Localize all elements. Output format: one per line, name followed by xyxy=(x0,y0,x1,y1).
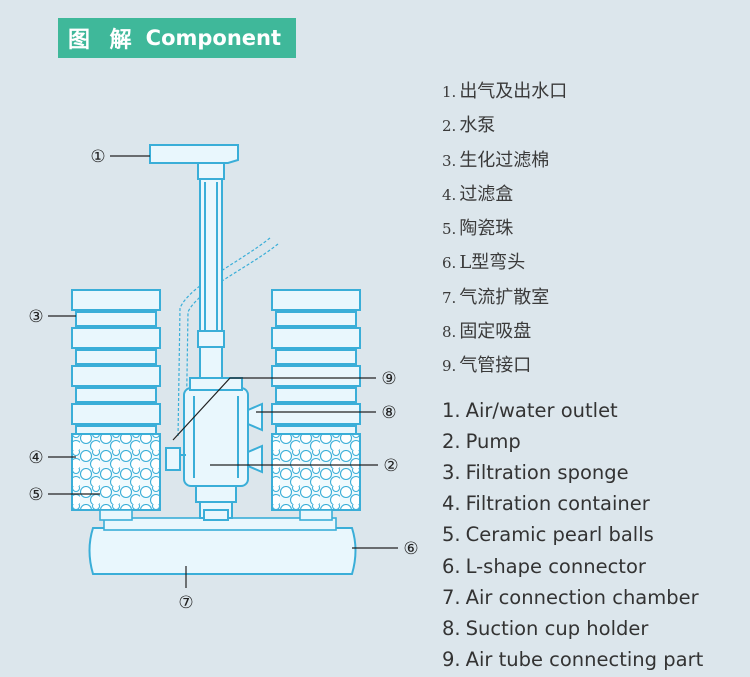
callout-5: ⑤ xyxy=(28,485,43,505)
item-number: 8. xyxy=(442,323,457,342)
item-label: L-shape connector xyxy=(465,554,646,578)
item-number: 4. xyxy=(442,185,457,204)
item-label: 固定吸盘 xyxy=(459,321,532,343)
item-label: 水泵 xyxy=(459,115,496,137)
part-item-cn: 3.生化过滤棉 xyxy=(442,147,742,181)
part-item-en: 8.Suction cup holder xyxy=(442,615,742,646)
banner-title-cn: 图 解 xyxy=(68,28,138,53)
item-number: 8. xyxy=(442,616,461,640)
part-item-cn: 8.固定吸盘 xyxy=(442,318,742,352)
pump-body xyxy=(165,377,249,521)
item-label: Ceramic pearl balls xyxy=(465,523,654,547)
item-label: L型弯头 xyxy=(459,252,526,274)
item-label: Filtration sponge xyxy=(465,461,629,485)
l-shape-connector xyxy=(88,517,357,575)
callout-6: ⑥ xyxy=(403,539,418,559)
part-item-en: 3.Filtration sponge xyxy=(442,459,742,490)
callout-2: ② xyxy=(383,456,398,476)
item-number: 1. xyxy=(442,83,457,101)
item-number: 6. xyxy=(442,554,461,578)
item-number: 7. xyxy=(442,288,457,307)
item-label: 气管接口 xyxy=(459,355,532,377)
part-item-en: 4.Filtration container xyxy=(442,490,742,521)
part-item-en: 2.Pump xyxy=(442,428,742,459)
item-label: Air/water outlet xyxy=(465,398,618,422)
part-item-en: 9.Air tube connecting part xyxy=(442,646,742,677)
part-item-cn: 6.L型弯头 xyxy=(442,249,742,283)
item-number: 6. xyxy=(442,254,457,273)
item-label: 过滤盒 xyxy=(459,183,514,205)
item-label: Suction cup holder xyxy=(465,616,649,640)
suction-cups xyxy=(247,402,263,474)
item-number: 7. xyxy=(442,585,461,609)
part-item-cn: 5.陶瓷珠 xyxy=(442,215,742,249)
right-filtration-container xyxy=(271,433,361,521)
callout-9: ⑨ xyxy=(381,369,396,389)
leader-lines xyxy=(48,155,398,588)
right-filtration-sponge xyxy=(271,289,361,435)
callout-7: ⑦ xyxy=(178,593,193,613)
item-number: 4. xyxy=(442,492,461,516)
callout-1: ① xyxy=(90,147,105,167)
item-number: 9. xyxy=(442,648,461,672)
air-water-outlet xyxy=(149,144,239,382)
item-label: 陶瓷珠 xyxy=(459,218,514,240)
item-label: Filtration container xyxy=(465,492,650,516)
air-tube xyxy=(177,237,279,439)
left-filtration-container xyxy=(71,433,161,521)
item-label: Pump xyxy=(465,429,521,453)
callout-3: ③ xyxy=(28,307,43,327)
item-number: 2. xyxy=(442,117,457,136)
part-item-cn: 1.出气及出水口 xyxy=(442,78,742,112)
part-item-en: 7.Air connection chamber xyxy=(442,584,742,615)
item-number: 9. xyxy=(442,357,457,376)
left-filtration-sponge xyxy=(71,289,161,435)
item-number: 5. xyxy=(442,220,457,239)
part-item-cn: 4.过滤盒 xyxy=(442,181,742,215)
part-item-cn: 7.气流扩散室 xyxy=(442,284,742,318)
banner-title-en: Component xyxy=(145,26,282,50)
callout-8: ⑧ xyxy=(381,403,396,423)
part-item-en: 1.Air/water outlet xyxy=(442,397,742,428)
item-number: 5. xyxy=(442,523,461,547)
callout-numbers: ① ② ③ ④ ⑤ ⑥ ⑦ ⑧ ⑨ xyxy=(28,147,418,613)
part-item-cn: 2.水泵 xyxy=(442,112,742,146)
part-item-cn: 9.气管接口 xyxy=(442,352,742,386)
part-item-en: 5.Ceramic pearl balls xyxy=(442,521,742,552)
item-number: 1. xyxy=(442,398,461,422)
section-banner: 图 解 Component xyxy=(58,18,296,58)
item-label: 气流扩散室 xyxy=(459,286,550,308)
item-number: 3. xyxy=(442,151,457,170)
item-label: 生化过滤棉 xyxy=(459,149,550,171)
item-label: 出气及出水口 xyxy=(459,81,568,102)
part-item-en: 6.L-shape connector xyxy=(442,553,742,584)
item-label: Air tube connecting part xyxy=(465,648,704,672)
item-label: Air connection chamber xyxy=(465,585,699,609)
item-number: 3. xyxy=(442,461,461,485)
callout-4: ④ xyxy=(28,448,43,468)
item-number: 2. xyxy=(442,429,461,453)
